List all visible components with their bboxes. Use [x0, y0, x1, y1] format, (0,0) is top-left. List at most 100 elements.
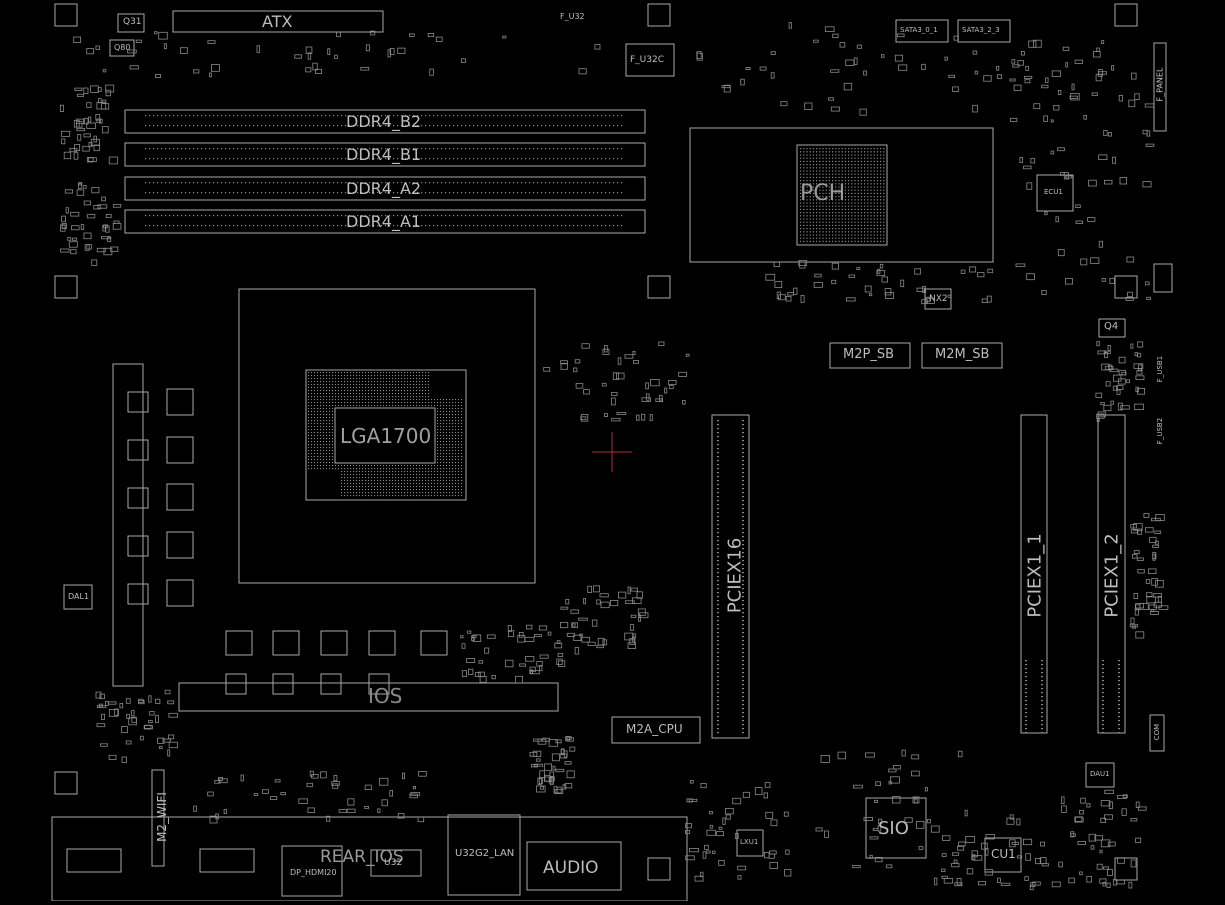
dimm-pin	[257, 148, 259, 150]
dimm-pin	[361, 125, 363, 127]
pch-ball	[803, 160, 805, 162]
dimm-pin	[297, 148, 299, 150]
dimm-pin	[349, 225, 351, 227]
smd-component	[649, 414, 653, 422]
dimm-pin	[245, 115, 247, 117]
smd-component	[813, 39, 819, 43]
cpu-pin	[365, 495, 367, 497]
cpu-pin	[461, 495, 463, 497]
pch-ball	[873, 170, 875, 172]
pch-ball	[809, 228, 811, 230]
pch-ball	[838, 176, 840, 178]
cpu-pin	[377, 489, 379, 491]
cpu-pin	[380, 465, 382, 467]
smd-component	[73, 36, 81, 43]
pch-ball	[848, 192, 850, 194]
smd-component	[112, 222, 122, 230]
pcie-pin	[1025, 660, 1027, 662]
smd-component	[1118, 356, 1126, 364]
pcie-pin	[742, 528, 744, 530]
cpu-pin	[323, 384, 325, 386]
dimm-pin	[461, 158, 463, 160]
smd-component	[583, 389, 590, 395]
cpu-pin	[440, 444, 442, 446]
cpu-pin	[398, 477, 400, 479]
pch-ball	[841, 228, 843, 230]
cpu-pin	[437, 483, 439, 485]
pch-ball	[848, 196, 850, 198]
cpu-pin	[461, 453, 463, 455]
cpu-pin	[344, 390, 346, 392]
cpu-pin	[356, 384, 358, 386]
cpu-pin	[398, 387, 400, 389]
cpu-pin	[377, 378, 379, 380]
cpu-pin	[368, 384, 370, 386]
cpu-pin	[356, 372, 358, 374]
atx-label: ATX	[262, 12, 293, 31]
pch-ball	[800, 202, 802, 204]
pch-ball	[825, 208, 827, 210]
cpu-pin	[380, 372, 382, 374]
mount-hole	[1114, 3, 1138, 27]
dimm-pin	[585, 215, 587, 217]
pch-ball	[822, 154, 824, 156]
q4-chip	[1098, 318, 1126, 338]
smd-component	[1096, 863, 1103, 870]
cpu-pin	[425, 495, 427, 497]
dimm-pin	[325, 192, 327, 194]
dimm-pin	[197, 192, 199, 194]
cpu-pin	[389, 468, 391, 470]
audio-block	[526, 841, 622, 891]
pch-ball	[857, 164, 859, 166]
pch-ball	[803, 212, 805, 214]
pch-ball	[854, 218, 856, 220]
dimm-pin	[517, 215, 519, 217]
cpu-pin	[446, 429, 448, 431]
dimm-pin	[365, 148, 367, 150]
dimm-pin	[417, 182, 419, 184]
sio-label: SIO	[878, 818, 909, 839]
cpu-pin	[323, 459, 325, 461]
cpu-pin	[422, 465, 424, 467]
cpu-pin	[404, 396, 406, 398]
cpu-pin	[425, 390, 427, 392]
dimm-pin	[405, 192, 407, 194]
pch-ball	[860, 170, 862, 172]
smd-component	[294, 54, 302, 59]
pch-ball	[870, 199, 872, 201]
pch-ball	[857, 160, 859, 162]
cpu-pin	[311, 384, 313, 386]
cpu-pin	[395, 477, 397, 479]
pch-ball	[822, 176, 824, 178]
cu1-label: CU1	[991, 847, 1016, 861]
smd-component	[1099, 878, 1107, 884]
dimm-pin	[157, 148, 159, 150]
cpu-pin	[452, 438, 454, 440]
cpu-pin	[401, 486, 403, 488]
cpu-pin	[398, 489, 400, 491]
cpu-pin	[335, 372, 337, 374]
cpu-pin	[428, 477, 430, 479]
dimm-pin	[605, 182, 607, 184]
pch-ball	[819, 160, 821, 162]
dimm-pin	[565, 192, 567, 194]
cpu-pin	[446, 420, 448, 422]
cpu-pin	[404, 405, 406, 407]
smd-component	[1058, 861, 1063, 868]
cpu-pin	[455, 402, 457, 404]
pcie-pin	[1041, 724, 1043, 726]
cpu-pin	[431, 402, 433, 404]
cpu-pin	[317, 465, 319, 467]
pcie-pin	[717, 700, 719, 702]
pch-ball	[873, 189, 875, 191]
dimm-pin	[261, 182, 263, 184]
smd-component	[799, 261, 806, 269]
pch-ball	[803, 154, 805, 156]
pcie-pin	[717, 568, 719, 570]
dimm-pin	[549, 225, 551, 227]
pch-ball	[825, 231, 827, 233]
pch-ball	[812, 154, 814, 156]
smd-component	[578, 617, 588, 621]
smd-component	[941, 875, 948, 879]
dimm-pin	[513, 158, 515, 160]
